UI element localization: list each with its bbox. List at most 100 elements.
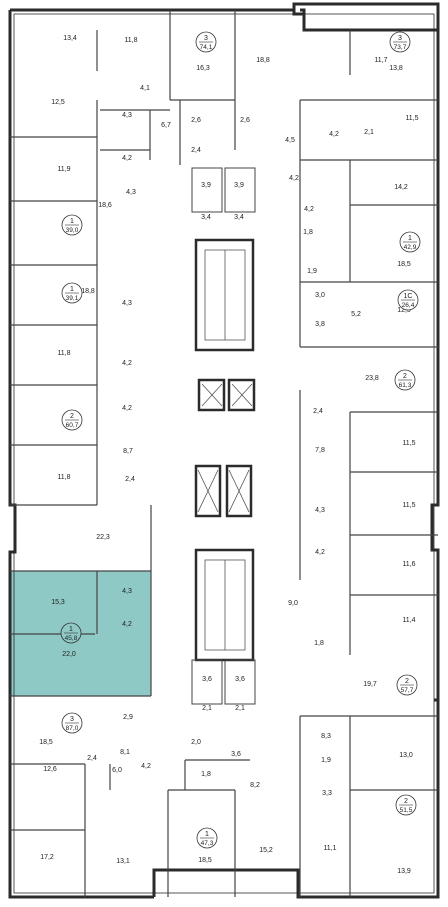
room-area-label: 4,3: [122, 112, 132, 119]
room-area-label: 2,4: [87, 755, 97, 762]
apartment-badge-a12[interactable]: 251,5: [395, 794, 417, 816]
room-area-label: 2,1: [235, 705, 245, 712]
room-area-label: 8,2: [250, 782, 260, 789]
room-area-label: 4,2: [141, 763, 151, 770]
apartment-badge-a4[interactable]: 142,9: [399, 231, 421, 253]
room-area-label: 14,2: [394, 184, 408, 191]
room-area-label: 15,2: [259, 847, 273, 854]
room-area-label: 8,1: [120, 749, 130, 756]
apartment-badge-a1[interactable]: 374,1: [195, 31, 217, 53]
apartment-rooms-count: 1: [408, 235, 412, 242]
room-area-label: 18,5: [39, 739, 53, 746]
apartment-badge-a2[interactable]: 373,7: [389, 31, 411, 53]
room-area-label: 4,3: [122, 588, 132, 595]
room-area-label: 3,3: [322, 790, 332, 797]
apartment-total-area: 87,0: [66, 725, 79, 732]
room-area-label: 4,5: [285, 137, 295, 144]
apartment-total-area: 73,7: [394, 44, 407, 51]
outer-walls: [8, 2, 440, 899]
apartment-badge-a8[interactable]: 260,7: [61, 409, 83, 431]
apartment-rooms-count: 2: [70, 413, 74, 420]
room-area-label: 3,6: [231, 751, 241, 758]
room-area-label: 1,8: [201, 771, 211, 778]
room-area-label: 9,0: [288, 600, 298, 607]
room-area-label: 8,3: [321, 733, 331, 740]
room-area-label: 19,7: [363, 681, 377, 688]
apartment-badge-a10[interactable]: 257,7: [396, 674, 418, 696]
room-area-label: 17,2: [40, 854, 54, 861]
room-area-label: 6,0: [112, 767, 122, 774]
room-area-label: 22,0: [62, 651, 76, 658]
room-area-label: 18,8: [81, 288, 95, 295]
apartment-badge-a9[interactable]: 145,8: [60, 622, 82, 644]
apartment-badge-a5[interactable]: 139,1: [61, 282, 83, 304]
room-area-label: 11,4: [402, 617, 415, 624]
room-area-label: 13,9: [397, 868, 411, 875]
apartment-rooms-count: 3: [398, 35, 402, 42]
apartment-rooms-count: 1: [70, 286, 74, 293]
room-area-label: 13,4: [63, 35, 77, 42]
room-area-label: 2,4: [125, 476, 135, 483]
room-area-label: 2,6: [240, 117, 250, 124]
apartment-badge-a13[interactable]: 147,3: [196, 827, 218, 849]
apartment-badge-a7[interactable]: 261,3: [394, 369, 416, 391]
room-area-label: 3,9: [234, 182, 244, 189]
room-area-label: 4,2: [289, 175, 299, 182]
room-area-label: 16,3: [196, 65, 210, 72]
room-area-label: 3,6: [235, 676, 245, 683]
apartment-total-area: 74,1: [200, 44, 213, 51]
room-area-label: 18,8: [256, 57, 270, 64]
room-area-label: 1,8: [314, 640, 324, 647]
room-area-label: 3,6: [202, 676, 212, 683]
apartment-rooms-count: 2: [403, 373, 407, 380]
apartment-total-area: 57,7: [401, 687, 414, 694]
apartment-total-area: 26,4: [402, 302, 415, 309]
room-area-label: 6,7: [161, 122, 171, 129]
apartment-badge-a6[interactable]: 1С 26,4: [397, 289, 419, 311]
room-area-label: 11,8: [57, 474, 70, 481]
room-area-label: 2,9: [123, 714, 133, 721]
apartment-badge-a3[interactable]: 139,0: [61, 214, 83, 236]
room-area-label: 12,5: [51, 99, 65, 106]
room-area-label: 2,4: [191, 147, 201, 154]
room-area-label: 2,1: [202, 705, 212, 712]
room-area-label: 4,2: [122, 405, 132, 412]
apartment-rooms-count: 1: [70, 218, 74, 225]
room-area-label: 2,0: [191, 739, 201, 746]
apartment-total-area: 47,3: [201, 840, 214, 847]
room-area-label: 3,4: [234, 214, 244, 221]
outer-wall-inner-line: [13, 13, 435, 894]
apartment-total-area: 42,9: [404, 244, 417, 251]
room-area-label: 7,8: [315, 447, 325, 454]
room-area-label: 4,1: [140, 85, 150, 92]
apartment-rooms-count: 1: [205, 831, 209, 838]
room-area-label: 11,8: [57, 350, 70, 357]
room-area-label: 11,6: [402, 561, 415, 568]
room-area-label: 4,2: [122, 621, 132, 628]
room-area-label: 13,1: [116, 858, 130, 865]
apartment-rooms-count: 1: [69, 626, 73, 633]
room-area-label: 2,6: [191, 117, 201, 124]
room-area-label: 3,9: [201, 182, 211, 189]
apartment-rooms-count: 3: [204, 35, 208, 42]
room-area-label: 18,6: [98, 202, 112, 209]
apartment-total-area: 39,0: [66, 227, 79, 234]
apartment-rooms-count: 2: [404, 798, 408, 805]
room-area-label: 11,5: [402, 440, 415, 447]
room-area-label: 1,8: [303, 229, 313, 236]
room-area-label: 18,5: [198, 857, 212, 864]
room-area-label: 11,5: [402, 502, 415, 509]
apartment-rooms-count: 1С: [404, 293, 413, 300]
room-area-label: 4,2: [315, 549, 325, 556]
room-area-label: 4,3: [122, 300, 132, 307]
apartment-badge-a11[interactable]: 387,0: [61, 712, 83, 734]
room-area-label: 11,1: [323, 845, 336, 852]
room-area-label: 15,3: [51, 599, 65, 606]
room-area-label: 3,0: [315, 292, 325, 299]
partition-walls: [10, 10, 438, 897]
room-area-label: 4,2: [329, 131, 339, 138]
room-area-label: 3,8: [315, 321, 325, 328]
